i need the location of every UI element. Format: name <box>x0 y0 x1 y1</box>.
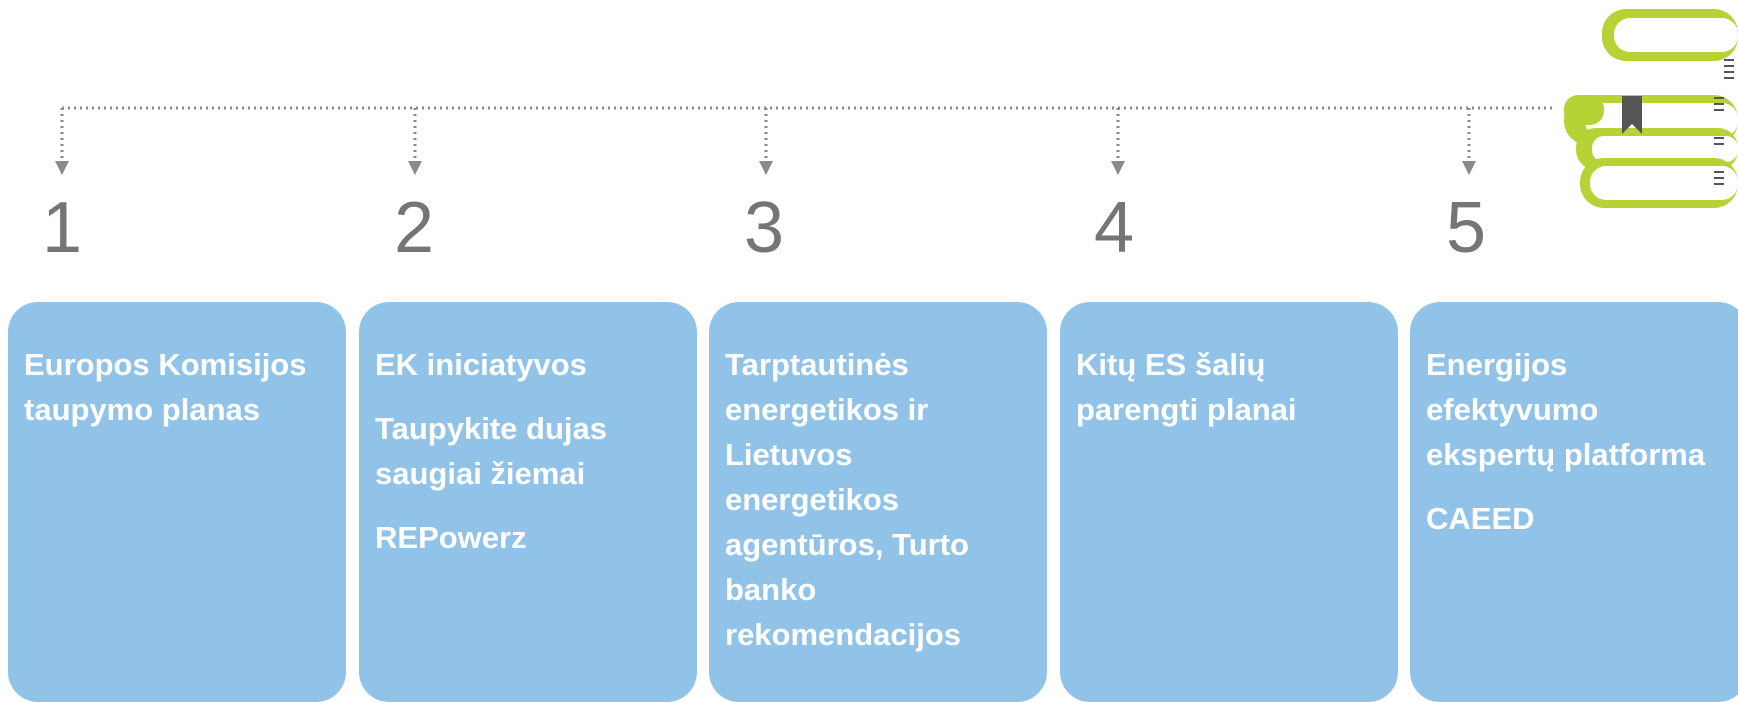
step-number-2: 2 <box>394 188 435 268</box>
step-card-4: Kitų ES šalių parengti planai <box>1060 302 1398 702</box>
card-text: Europos Komisijos taupymo planas <box>24 347 307 427</box>
card-text: Kitų ES šalių parengti planai <box>1076 347 1297 427</box>
step-number-1: 1 <box>42 188 83 268</box>
step-card-5: Energijos efektyvumo ekspertų platforma … <box>1410 302 1738 702</box>
card-text: Tarptautinės energetikos ir Lietuvos ene… <box>725 347 969 652</box>
step-number-5: 5 <box>1446 188 1487 268</box>
step-card-2: EK iniciatyvos Taupykite dujas saugiai ž… <box>359 302 697 702</box>
step-card-3: Tarptautinės energetikos ir Lietuvos ene… <box>709 302 1047 702</box>
arrow-down-icon <box>1462 108 1476 175</box>
bookmark-icon <box>1622 96 1642 134</box>
step-number-4: 4 <box>1094 188 1135 268</box>
arrow-down-icon <box>1111 108 1125 175</box>
arrow-down-icon <box>408 108 422 175</box>
step-number-3: 3 <box>744 188 785 268</box>
card-text: Energijos efektyvumo ekspertų platforma <box>1426 347 1706 472</box>
arrow-down-icon <box>759 108 773 175</box>
card-text: Taupykite dujas saugiai žiemai <box>375 411 607 491</box>
books-icon <box>1564 9 1738 208</box>
step-card-1: Europos Komisijos taupymo planas <box>8 302 346 702</box>
card-text: REPowerz <box>375 520 527 555</box>
arrow-down-icon <box>55 108 69 175</box>
card-text: EK iniciatyvos <box>375 347 587 382</box>
card-text: CAEED <box>1426 501 1535 536</box>
